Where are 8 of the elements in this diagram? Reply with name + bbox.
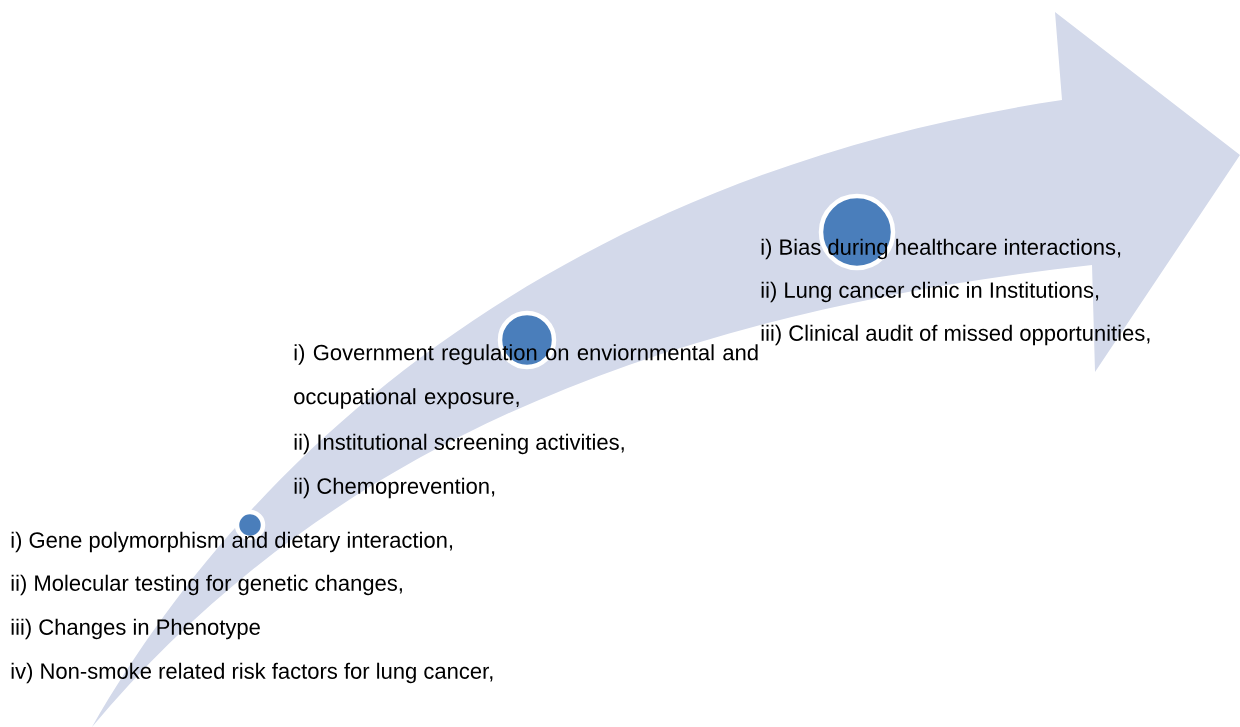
list-item: ii) Chemoprevention, — [294, 477, 495, 499]
list-item: i) Gene polymorphism and dietary interaction, — [11, 531, 453, 553]
list-item: iii) Clinical audit of missed opportunities, — [761, 324, 1150, 346]
list-item: i) Bias during healthcare interactions, — [761, 238, 1121, 260]
list-item: iii) Changes in Phenotype — [11, 618, 260, 640]
list-item: ii) Molecular testing for genetic changes, — [11, 574, 402, 596]
list-item: iv) Non-smoke related risk factors for lung cancer, — [11, 662, 493, 684]
list-item: ii) Institutional screening activities, — [294, 433, 624, 455]
